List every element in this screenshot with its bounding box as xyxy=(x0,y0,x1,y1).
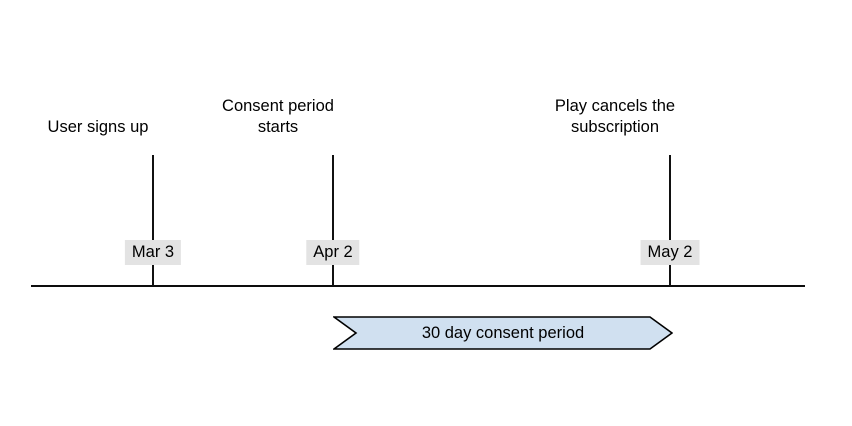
event-tick-user-signs-up xyxy=(152,155,154,286)
event-caption-line: Consent period xyxy=(222,97,334,115)
event-caption-line: Play cancels the xyxy=(554,97,676,115)
event-date-chip-apr-2: Apr 2 xyxy=(306,240,360,265)
double-arrow-shape-icon xyxy=(333,316,673,350)
event-tick-consent-period-starts xyxy=(332,155,334,286)
event-caption-line: subscription xyxy=(570,118,660,136)
event-caption-play-cancels-subscription: Play cancels the subscription xyxy=(395,96,725,138)
consent-period-banner: 30 day consent period xyxy=(333,316,673,350)
timeline-axis xyxy=(31,285,805,287)
event-caption-consent-period-starts: Consent period starts xyxy=(58,96,388,138)
event-caption-user-signs-up: User signs up xyxy=(0,117,208,138)
event-date-chip-may-2: May 2 xyxy=(640,240,700,265)
event-caption-line: starts xyxy=(257,118,299,136)
event-caption-line: User signs up xyxy=(47,118,149,136)
event-date-chip-mar-3: Mar 3 xyxy=(124,240,182,265)
event-tick-play-cancels-subscription xyxy=(669,155,671,286)
